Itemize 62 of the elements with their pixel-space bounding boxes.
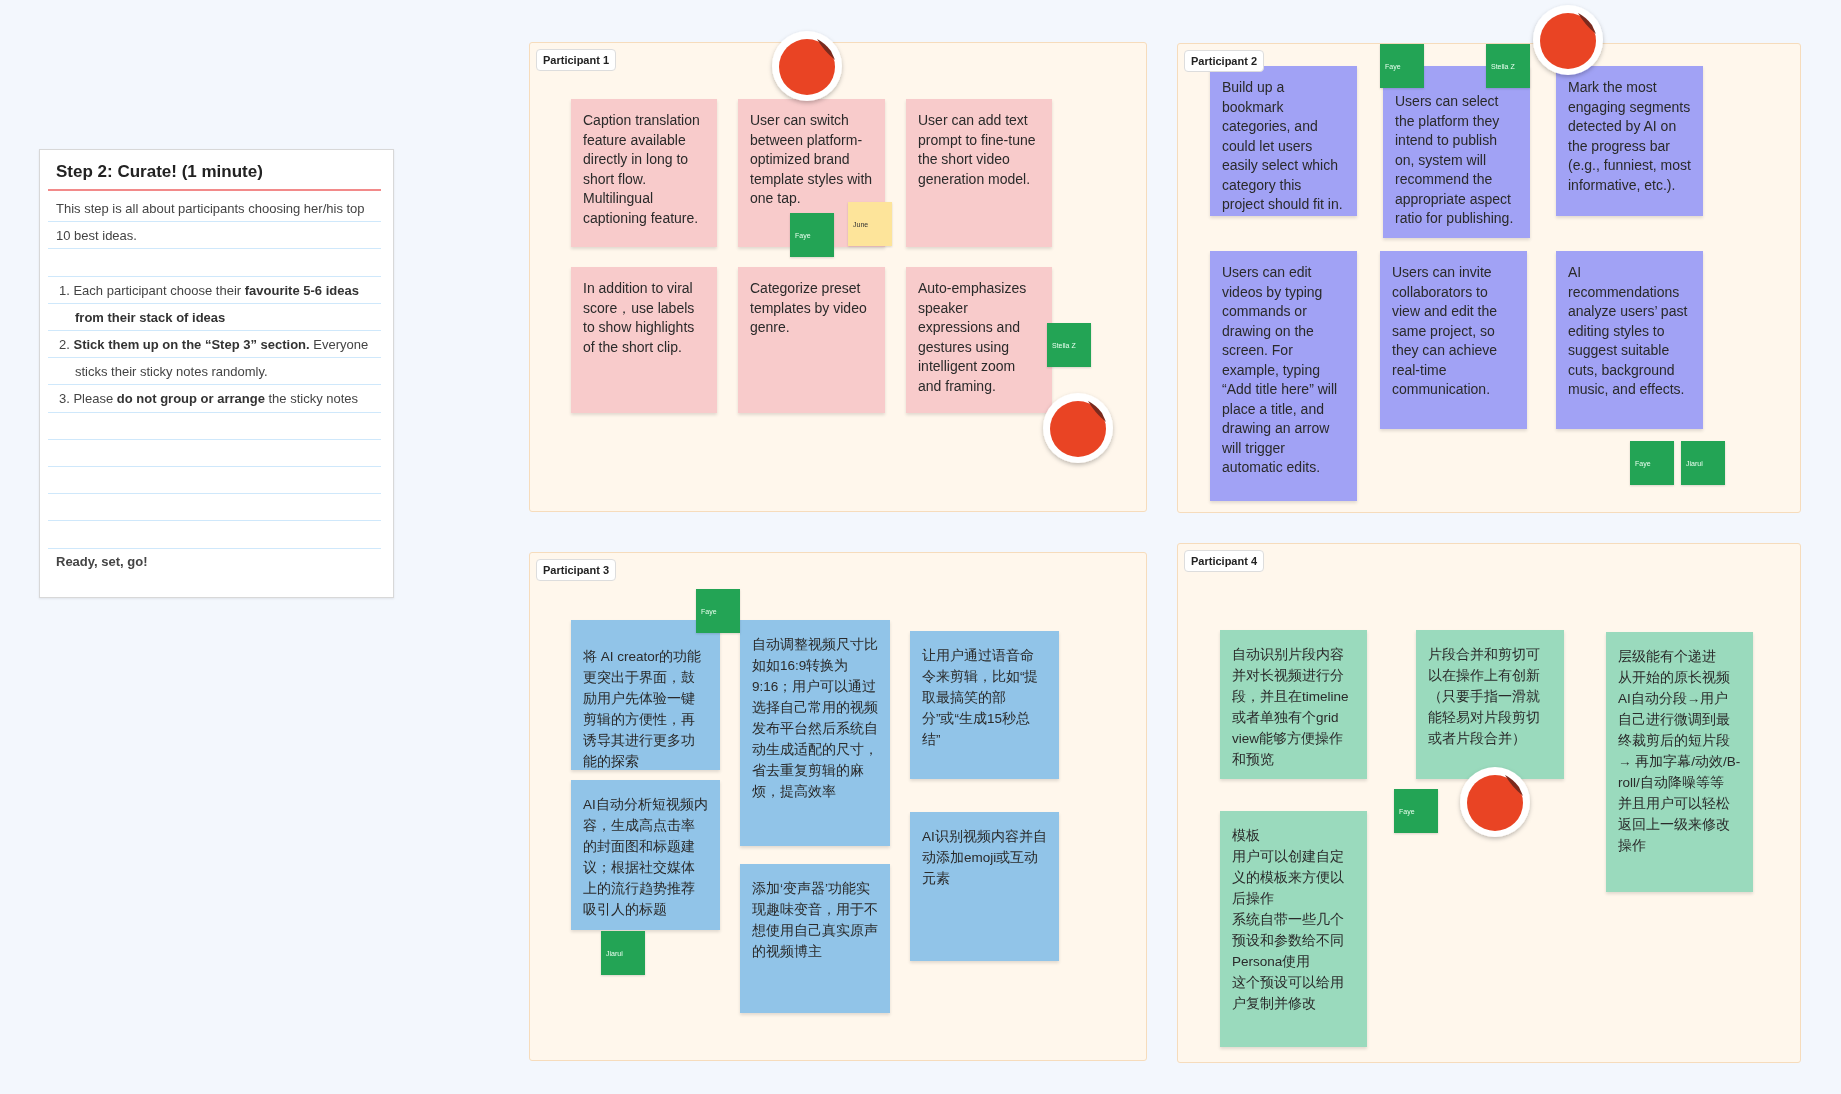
participant-frame (1177, 43, 1801, 513)
participant-frame (529, 552, 1147, 1061)
sticky-note (740, 864, 890, 1013)
participant-label: Participant 1 (536, 49, 617, 71)
sticky-note (571, 780, 720, 930)
note-text: Users can invite collaborators to view and edit the same project, so they can achieve real-time communication. (1392, 263, 1499, 399)
intro-text: This step is all about participants choosing her/his top 10 best ideas. (55, 200, 366, 246)
list-item: 3. Please do not group or arrange the sticky notes (58, 390, 360, 409)
note-text: 将 AI creator的功能更突出于界面，鼓励用户先体验一键剪辑的方便性，再诱导其进行更多功能的探索 (583, 648, 703, 771)
sticky-note (1383, 66, 1530, 238)
sticky-note (1210, 66, 1357, 216)
note-text: 从开始的原长视频AI自动分段→用户自己进行微调到最终裁剪后的短片段→ 再加字幕/动效/B-roll/自动降噪等等 (1618, 669, 1741, 792)
sticky-note (1220, 811, 1367, 1047)
sticky-note (740, 620, 890, 846)
participant-label: Participant 2 (1184, 50, 1265, 72)
note-text: 片段合并和剪切可以在操作上有创新（只要手指一滑就能轻易对片段剪切或者片段合并） (1428, 646, 1541, 748)
sticky-note (1220, 630, 1367, 779)
note-text: Mark the most engaging segments detected by AI on the progress bar (e.g., funniest, most informative, etc.). (1568, 78, 1691, 195)
closing-text: Ready, set, go! (55, 552, 149, 571)
participant-frame (529, 42, 1147, 512)
note-text: In addition to viral score，use labels to show highlights of the short clip. (583, 279, 696, 357)
note-text: 自动识别片段内容并对长视频进行分段，并且在timeline或者单独有个grid view能够方便操作和预览 (1232, 646, 1350, 769)
sticky-note (571, 267, 717, 413)
sticky-note (1556, 66, 1703, 216)
participant-label: Participant 4 (1184, 550, 1265, 572)
note-text: AI识别视频内容并自动添加emoji或互动元素 (922, 828, 1047, 888)
sticky-note (1416, 630, 1564, 779)
note-text: 自动调整视频尺寸比如如16:9转换为9:16；用户可以通过选择自己常用的视频发布平台然后系统自动生成适配的尺寸，省去重复剪辑的麻烦，提高效率 (752, 636, 878, 801)
card-title: Step 2: Curate! (1 minute) (56, 162, 263, 182)
sticky-note (906, 267, 1052, 413)
sticky-note (1210, 251, 1357, 501)
note-text: 让用户通过语音命令来剪辑，比如“提取最搞笑的部分”或“生成15秒总结” (922, 647, 1040, 749)
sticky-note (571, 620, 720, 770)
note-text: Users can select the platform they intend to publish on, system will recommend the appropriate aspect ratio for publishing. (1395, 92, 1515, 228)
participant-label: Participant 3 (536, 559, 617, 581)
sticky-note (738, 267, 885, 413)
sticky-note (910, 631, 1059, 779)
instruction-card (39, 149, 394, 598)
sticky-note (906, 99, 1052, 247)
note-text: User can add text prompt to fine-tune the short video generation model. (918, 111, 1037, 189)
note-text: Build up a bookmark categories, and could let users easily select which category this project should fit in. (1222, 78, 1344, 214)
sticky-note (1556, 251, 1703, 429)
list-item: 1. Each participant choose their favourite 5-6 ideas from their stack of ideas (58, 281, 360, 327)
note-text: 并且用户可以轻松返回上一级来修改操作 (1618, 795, 1731, 855)
note-text: AI recommendations analyze users’ past editing styles to suggest suitable cuts, background music, and effects. (1568, 263, 1689, 399)
sticky-note (571, 99, 717, 247)
sticky-note (910, 812, 1059, 961)
note-text: 层级能有个递进 (1618, 648, 1717, 666)
note-text: 系统自带一些几个预设和参数给不同Persona使用 (1232, 911, 1345, 971)
sticky-note (1380, 251, 1527, 429)
note-text: 添加‘变声器’功能实现趣味变音，用于不想使用自己真实原声的视频博主 (752, 880, 878, 961)
note-text: AI自动分析短视频内容，生成高点击率的封面图和标题建议；根据社交媒体上的流行趋势推荐吸引人的标题 (583, 796, 708, 919)
note-text: Categorize preset templates by video genre. (750, 279, 868, 337)
list-item: 2. Stick them up on the “Step 3” section. Everyone sticks their sticky notes randomly. (58, 336, 370, 382)
sticky-note (1606, 632, 1753, 892)
note-text: Users can edit videos by typing commands or drawing on the screen. For example, typing “Add title here” will place a title, and drawing an arrow will trigger automatic edits. (1222, 263, 1339, 477)
note-text: 用户可以创建自定义的模板来方便以后操作 (1232, 848, 1345, 908)
note-text: Auto-emphasizes speaker expressions and gestures using intelligent zoom and framing. (918, 279, 1028, 396)
note-text: 这个预设可以给用户复制并修改 (1232, 974, 1345, 1013)
note-text: 模板 (1232, 827, 1261, 845)
note-text: Caption translation feature available directly in long to short flow. Multilingual captioning feature. (583, 111, 701, 228)
participant-frame (1177, 543, 1801, 1063)
